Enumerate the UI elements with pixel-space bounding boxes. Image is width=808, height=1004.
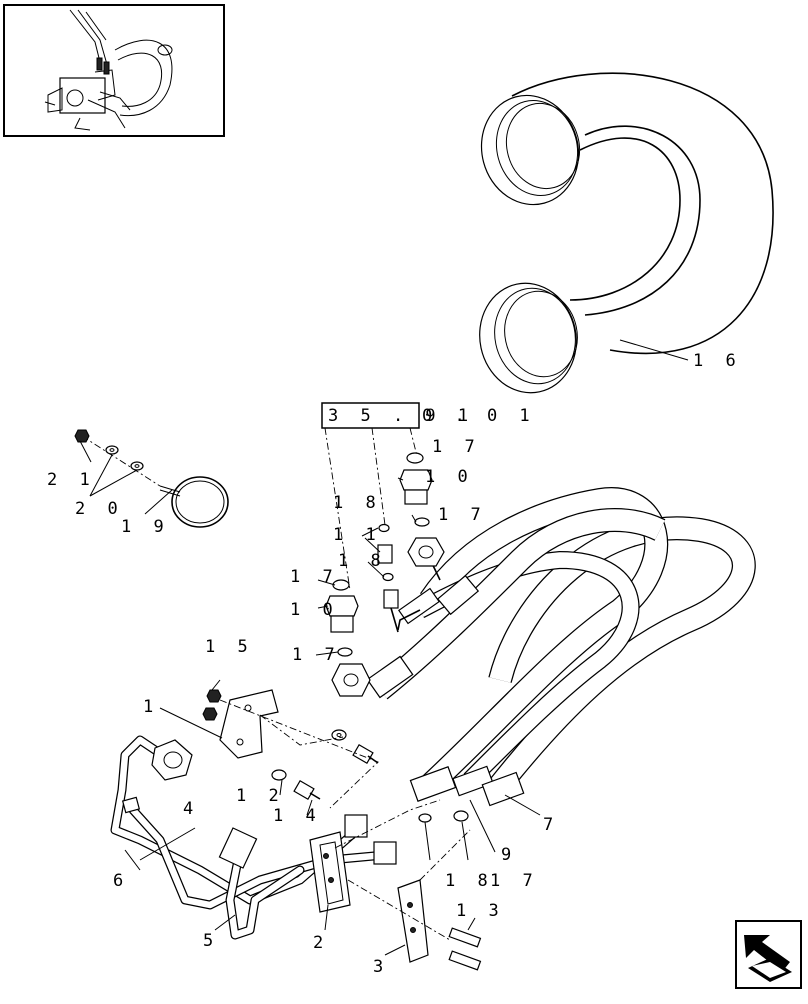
callout-18-c: 1 8 bbox=[445, 871, 494, 891]
callout-13: 1 3 bbox=[456, 901, 505, 921]
callout-1: 1 bbox=[143, 697, 159, 717]
parts-19-20-21 bbox=[74, 429, 229, 528]
callout-20: 2 0 bbox=[75, 499, 124, 519]
reference-suffix-text: 0 . 0 1 bbox=[422, 406, 536, 426]
callout-17-e: 1 7 bbox=[490, 871, 539, 891]
next-page-arrow-icon[interactable] bbox=[735, 920, 802, 989]
reference-section-link[interactable]: 3 5 . 9 1 0 . 0 1 bbox=[321, 402, 536, 429]
machine-overview-thumbnail[interactable] bbox=[3, 4, 225, 137]
callout-17-c: 1 7 bbox=[290, 567, 339, 587]
callout-10-upper: 1 0 bbox=[425, 467, 474, 487]
bracket-1 bbox=[202, 689, 279, 759]
elbow-duct-16 bbox=[479, 72, 774, 394]
callout-14: 1 4 bbox=[273, 806, 322, 826]
callout-19: 1 9 bbox=[121, 517, 170, 537]
callout-17-b: 1 7 bbox=[438, 505, 487, 525]
callout-6: 6 bbox=[113, 871, 129, 891]
callout-9: 9 bbox=[501, 845, 517, 865]
callout-4: 4 bbox=[183, 799, 199, 819]
callout-3: 3 bbox=[373, 957, 389, 977]
reference-box-text: 3 5 . 9 1 bbox=[328, 406, 474, 426]
hard-tubes bbox=[110, 735, 397, 940]
callout-17-d: 1 7 bbox=[292, 645, 341, 665]
callout-12: 1 2 bbox=[236, 786, 285, 806]
callout-18-a: 1 8 bbox=[333, 493, 382, 513]
callout-labels: 1 2 3 4 5 6 7 9 1 0 1 0 1 1 1 2 1 3 1 4 … bbox=[47, 351, 742, 977]
callout-7: 7 bbox=[543, 815, 559, 835]
leader-lines bbox=[79, 440, 541, 956]
bracket-3 bbox=[397, 879, 429, 963]
callout-16: 1 6 bbox=[693, 351, 742, 371]
callout-18-b: 1 8 bbox=[338, 551, 387, 571]
callout-5: 5 bbox=[203, 931, 219, 951]
callout-21: 2 1 bbox=[47, 470, 96, 490]
callout-11: 1 1 bbox=[333, 525, 382, 545]
hydraulic-hoses bbox=[331, 487, 756, 807]
bolts-washers bbox=[271, 729, 482, 971]
callout-10-lower: 1 0 bbox=[290, 600, 339, 620]
callout-17-a: 1 7 bbox=[432, 437, 481, 457]
callout-2: 2 bbox=[313, 933, 329, 953]
tube-clamp-2 bbox=[309, 831, 351, 913]
adapter-fittings bbox=[325, 452, 433, 657]
callout-15: 1 5 bbox=[205, 637, 254, 657]
